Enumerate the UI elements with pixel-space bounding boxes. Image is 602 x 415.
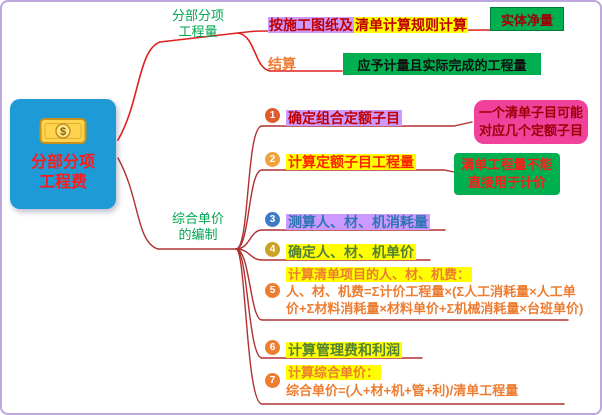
quantity-rule-part2: 清单计算规则计算 (354, 17, 468, 33)
step-1-text: 确定组合定额子目 (286, 110, 402, 126)
step-3-label: 测算人、材、机消耗量 (286, 212, 430, 232)
link-step-6 (235, 248, 423, 359)
quantity-rule-part1: 按施工图纸及 (268, 17, 354, 33)
link-step-7 (235, 248, 565, 405)
note-quantity-line2: 直接用于计价 (467, 175, 546, 190)
step-4-text: 确定人、材、机单价 (286, 244, 416, 260)
note-quantity-line1: 清单工程量不能 (461, 157, 553, 172)
step-2-marker: 2 (265, 152, 280, 167)
step-1-label: 确定组合定额子目 (286, 108, 402, 128)
step-4-marker: 4 (265, 242, 280, 257)
link-quantity-settlement (237, 32, 343, 72)
svg-text:$: $ (60, 126, 66, 138)
link-root-to-price-branch (117, 157, 237, 250)
settlement-note-box: 应予计量且实际完成的工程量 (343, 53, 541, 75)
money-icon: $ (39, 117, 87, 144)
step-6-label: 计算管理费和利润 (286, 340, 402, 360)
step-5-title: 计算清单项目的人、材、机费： (286, 267, 473, 282)
link-step-1 (235, 121, 473, 250)
settlement-label: 结算 (268, 56, 296, 72)
step-1-marker: 1 (265, 108, 280, 123)
link-quantity-rule (237, 29, 491, 34)
branch-label-unit-price: 综合单价 的编制 (158, 211, 238, 243)
step-5-formula-line1: 人、材、机费=Σ计价工程量×(Σ人工消耗量×人工单 (286, 284, 576, 299)
step-2-text: 计算定额子目工程量 (286, 154, 416, 170)
step-2-label: 计算定额子目工程量 (286, 152, 416, 172)
entity-net-quantity-box: 实体净量 (490, 7, 564, 31)
step-6-marker: 6 (265, 340, 280, 355)
branch-label-quantity-line1: 分部分项 (171, 8, 224, 23)
step-5-formula-line2: 价+Σ材料消耗量×材料单价+Σ机械消耗量×台班单价) (286, 301, 584, 316)
step-7-title: 计算综合单价： (286, 365, 382, 380)
root-node: $ 分部分项 工程费 (10, 99, 116, 209)
note-quantity-warning-box: 清单工程量不能 直接用于计价 (454, 153, 560, 195)
link-root-to-quantity-branch (117, 32, 239, 141)
step-3-marker: 3 (265, 212, 280, 227)
link-step-4 (235, 248, 431, 261)
branch-label-quantity: 分部分项 工程量 (158, 8, 238, 40)
link-step-3 (235, 229, 446, 250)
link-step-2 (235, 169, 455, 250)
note-quota-line1: 一个清单子目可能 (478, 105, 583, 120)
step-6-text: 计算管理费和利润 (286, 342, 402, 358)
branch-label-unit-price-line1: 综合单价 (171, 211, 224, 226)
step-3-text: 测算人、材、机消耗量 (286, 214, 430, 230)
root-title-line2: 工程费 (38, 173, 87, 191)
quantity-rule-text: 按施工图纸及清单计算规则计算 (268, 15, 468, 35)
step-7-marker: 7 (265, 373, 280, 388)
note-quota-mapping-box: 一个清单子目可能 对应几个定额子目 (474, 100, 588, 144)
root-title: 分部分项 工程费 (31, 153, 95, 193)
step-7-formula: 综合单价=(人+材+机+管+利)/清单工程量 (286, 383, 519, 398)
link-step-5 (235, 248, 569, 321)
root-title-line1: 分部分项 (30, 153, 95, 171)
step-4-label: 确定人、材、机单价 (286, 242, 416, 262)
note-quota-line2: 对应几个定额子目 (478, 123, 583, 138)
branch-label-unit-price-line2: 的编制 (178, 227, 218, 242)
step-7-label: 计算综合单价： 综合单价=(人+材+机+管+利)/清单工程量 (286, 364, 518, 400)
step-5-marker: 5 (265, 283, 280, 298)
branch-label-quantity-line2: 工程量 (178, 24, 218, 39)
step-5-label: 计算清单项目的人、材、机费： 人、材、机费=Σ计价工程量×(Σ人工消耗量×人工单… (286, 266, 583, 317)
